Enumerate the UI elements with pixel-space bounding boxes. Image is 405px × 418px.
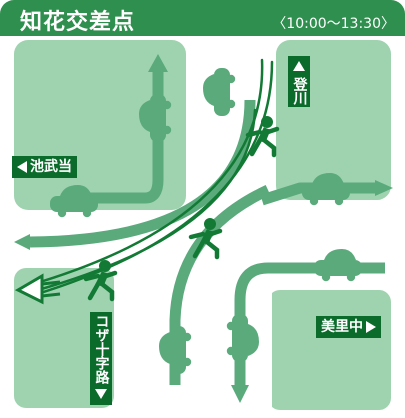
header-bar — [0, 0, 405, 36]
label-east: 美里中 — [316, 316, 381, 338]
flow-to-east — [260, 182, 375, 206]
block-southwest — [14, 268, 114, 408]
label-west-text: 池武当 — [30, 159, 72, 175]
label-west: 池武当 — [12, 156, 77, 178]
pedestrian-arrow-shaft-2 — [41, 292, 61, 298]
ped-path-2 — [32, 60, 274, 297]
ped-path-3 — [36, 108, 257, 292]
label-north-text: 登川 — [291, 77, 308, 105]
arrowhead-west — [14, 234, 30, 250]
label-east-text: 美里中 — [321, 319, 363, 335]
arrow-left-icon — [17, 161, 27, 173]
ped-path-1 — [28, 58, 264, 287]
diagram-header: 知花交差点 〈10:00～13:30〉 — [0, 0, 405, 40]
flow-east-to-south — [234, 262, 385, 385]
arrow-down-icon — [95, 389, 107, 399]
flow-west-to-north — [90, 72, 164, 204]
time-range: 〈10:00～13:30〉 — [272, 16, 395, 32]
intersection-title: 知花交差点 — [20, 10, 136, 35]
flow-south-to-north — [169, 185, 271, 385]
arrow-right-icon — [366, 321, 376, 333]
pedestrian-arrowhead — [14, 273, 44, 305]
arrowhead-south — [231, 385, 249, 403]
label-north: 登川 — [288, 56, 310, 107]
block-southeast — [268, 290, 391, 410]
arrowhead-north — [148, 54, 168, 72]
intersection-map: 登川 池武当 コザ十字路 美里中 — [0, 40, 405, 414]
vehicle-arrowheads — [14, 54, 393, 403]
arrowhead-east — [375, 180, 393, 196]
pedestrian-flows — [28, 58, 274, 297]
arrow-up-icon — [293, 61, 305, 71]
pedestrian-arrow — [14, 273, 61, 305]
pedestrian-arrow-shaft — [41, 280, 61, 286]
intersection-diagram — [0, 40, 405, 414]
label-south-text: コザ十字路 — [93, 314, 110, 384]
label-south: コザ十字路 — [90, 312, 112, 405]
